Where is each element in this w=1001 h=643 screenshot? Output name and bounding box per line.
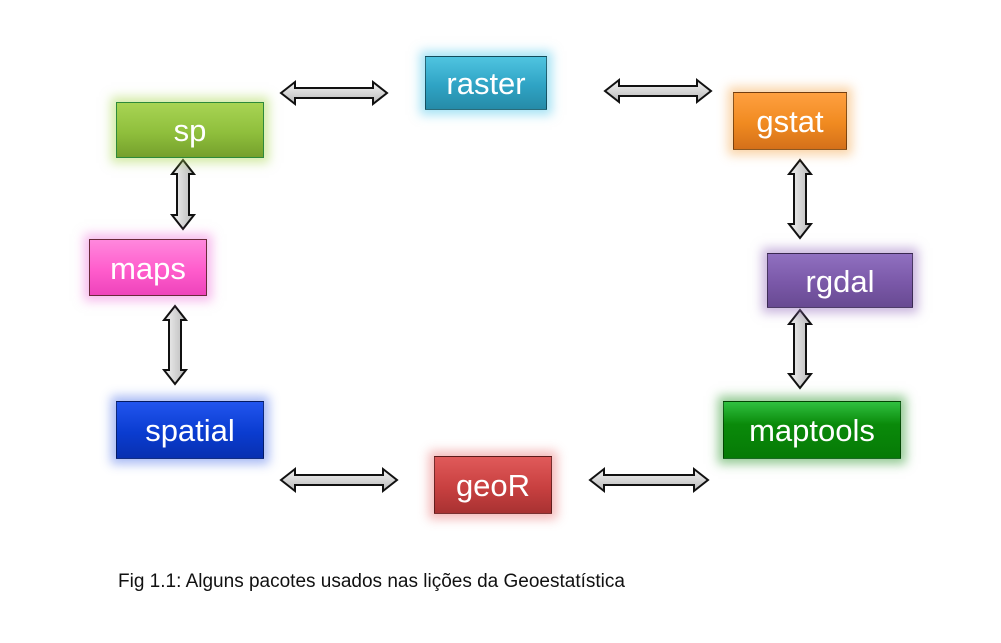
package-label: rgdal [805,263,875,299]
arrow-rgdal-maptools [786,308,814,390]
figure-caption: Fig 1.1: Alguns pacotes usados nas liçõe… [118,571,625,592]
arrow-raster-gstat [603,77,713,105]
package-box-sp: sp [116,102,264,158]
package-box-spatial: spatial [116,401,264,459]
package-box-gstat: gstat [733,92,847,150]
package-box-geoR: geoR [434,456,552,514]
arrow-geoR-maptools [588,466,710,494]
package-label: spatial [145,413,235,448]
package-label: maptools [749,413,875,448]
arrow-gstat-rgdal [786,158,814,240]
arrow-sp-maps [169,158,197,231]
package-box-raster: raster [425,56,547,110]
arrow-spatial-geoR [279,466,399,494]
package-box-maps: maps [89,239,207,296]
arrow-maps-spatial [161,304,189,386]
package-box-rgdal: rgdal [767,253,913,308]
package-label: maps [110,250,186,286]
package-label: gstat [756,104,824,139]
arrow-sp-raster [279,79,389,107]
package-box-maptools: maptools [723,401,901,459]
package-label: geoR [455,468,531,503]
package-label: sp [173,113,207,148]
package-label: raster [446,66,526,101]
